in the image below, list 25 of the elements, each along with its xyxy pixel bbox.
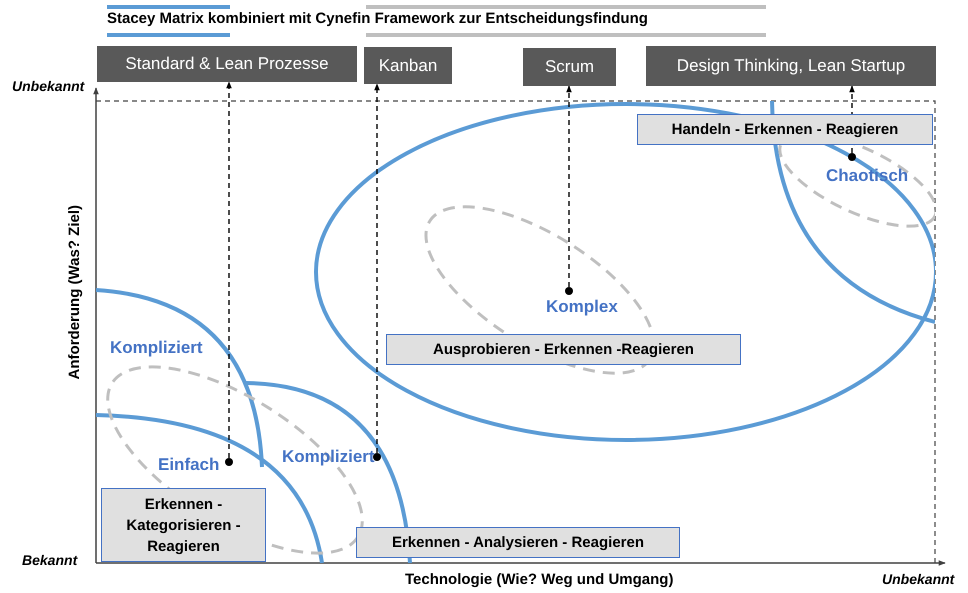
axis-end-label: Unbekannt [882,571,954,587]
method-box: Design Thinking, Lean Startup [646,46,936,86]
method-box: Kanban [364,47,452,84]
domain-label: Komplex [546,297,618,317]
leader-arrow [374,83,380,453]
leader-arrow [226,81,232,458]
method-box: Standard & Lean Prozesse [97,46,357,82]
leader-arrow [566,85,572,287]
domain-label: Kompliziert [110,338,203,358]
method-box: Scrum [523,48,616,86]
step-box: Erkennen - Analysieren - Reagieren [356,527,680,558]
axis-end-label: Bekannt [22,552,78,568]
axis-title: Anforderung (Was? Ziel) [66,205,83,380]
axis-end-label: Unbekannt [12,78,84,94]
domain-label: Einfach [158,455,220,475]
dot-marker [373,453,381,461]
dot-marker [848,153,856,161]
step-box: Handeln - Erkennen - Reagieren [637,114,933,145]
axis-title: Technologie (Wie? Weg und Umgang) [405,571,674,588]
step-box: Erkennen - Kategorisieren - Reagieren [101,488,266,562]
domain-label: Kompliziert [282,447,375,467]
dot-marker [565,287,573,295]
diagram-title: Stacey Matrix kombiniert mit Cynefin Framework zur Entscheidungsfindung [107,10,648,27]
step-box: Ausprobieren - Erkennen -Reagieren [386,334,741,365]
dot-marker [225,458,233,466]
